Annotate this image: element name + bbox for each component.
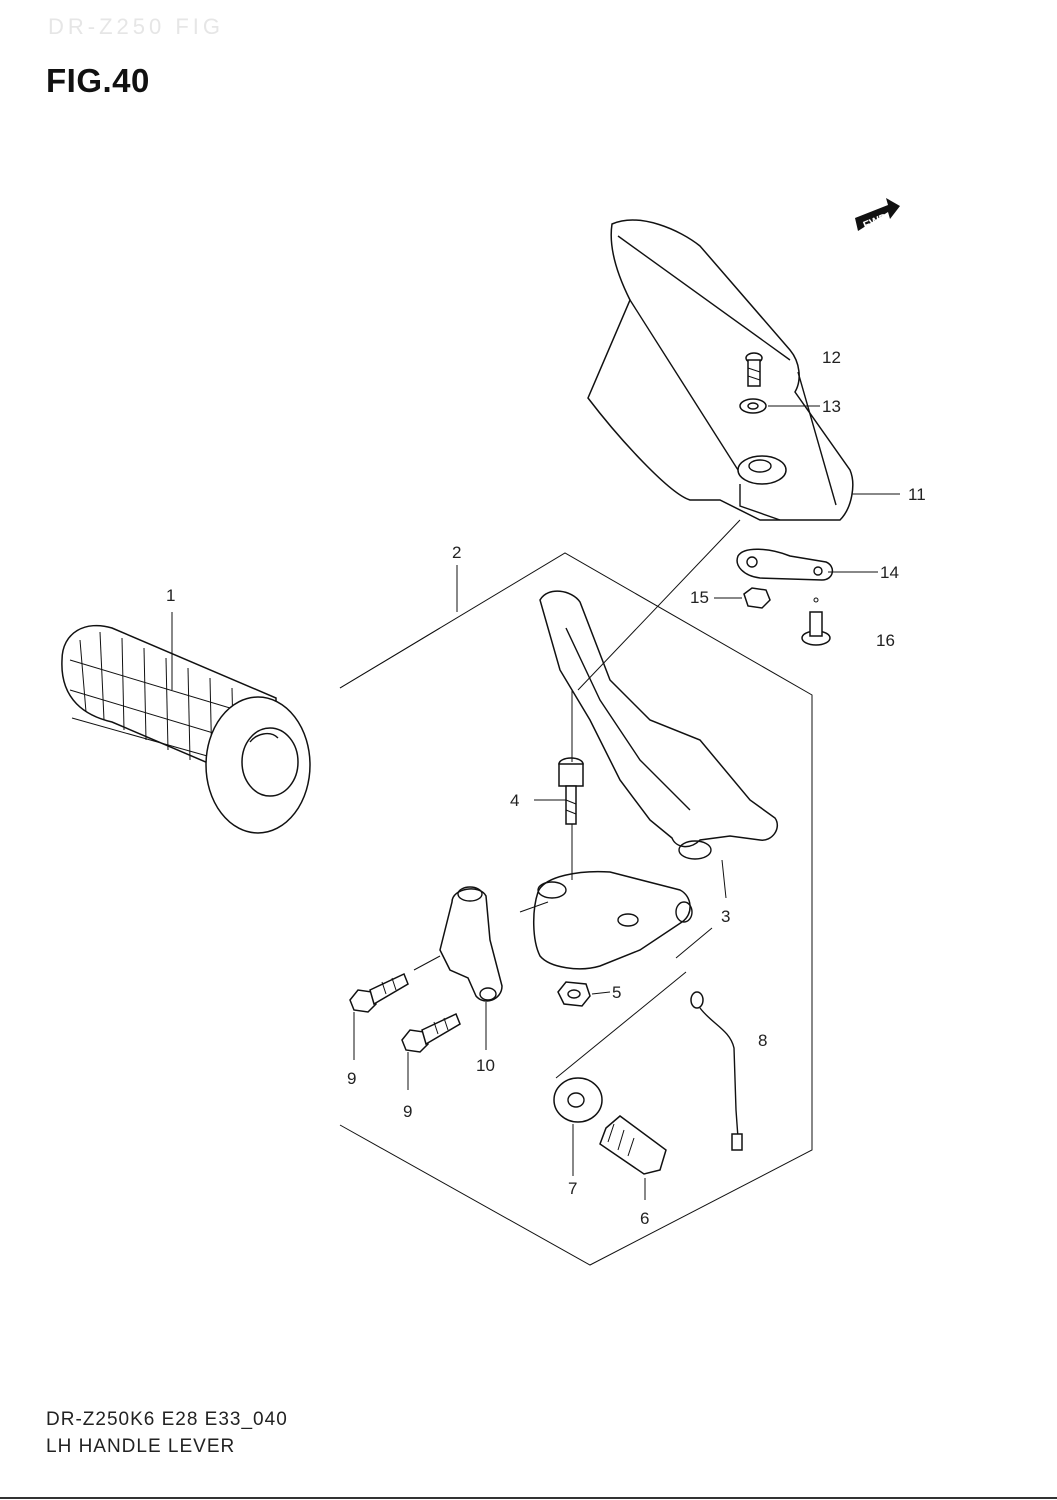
- washer-13: [739, 398, 767, 414]
- page-bottom-border: [0, 1497, 1057, 1499]
- callout-1: 1: [166, 586, 175, 605]
- leader-lines: [171, 405, 900, 1200]
- callout-10: 10: [476, 1056, 495, 1075]
- lever-holder-part: [532, 870, 693, 970]
- callout-labels: 1 2 3 4 5 6 7 8 9 9 10 11 12 13 14 15 16: [166, 348, 926, 1228]
- callout-8: 8: [758, 1031, 767, 1050]
- collar-7: [553, 1077, 603, 1123]
- adjuster-6: [599, 1115, 667, 1175]
- section-name: LH HANDLE LEVER: [46, 1436, 236, 1457]
- clutch-lever-part: [539, 590, 779, 860]
- faded-header-text: DR-Z250 FIG: [48, 14, 225, 39]
- callout-5: 5: [612, 983, 621, 1002]
- bolt-12: [745, 352, 763, 387]
- clamp-10: [439, 886, 503, 1002]
- switch-8: [690, 991, 743, 1151]
- callout-3: 3: [721, 907, 730, 926]
- callout-11: 11: [908, 485, 926, 504]
- callout-16: 16: [876, 631, 895, 650]
- callout-14: 14: [880, 563, 899, 582]
- nut-15: [743, 587, 771, 609]
- callout-4: 4: [510, 791, 519, 810]
- screw-16: [801, 597, 831, 646]
- callout-2: 2: [452, 543, 461, 562]
- fwd-arrow-icon: FWD: [855, 198, 900, 232]
- callout-15: 15: [690, 588, 709, 607]
- model-code: DR-Z250K6 E28 E33_040: [46, 1409, 288, 1430]
- grip-part: [61, 624, 311, 834]
- callout-9-upper: 9: [347, 1069, 356, 1088]
- callout-6: 6: [640, 1209, 649, 1228]
- callout-13: 13: [822, 397, 841, 416]
- bolt-9-lower: [401, 1012, 461, 1053]
- callout-9-lower: 9: [403, 1102, 412, 1121]
- assembly-outline: [339, 552, 813, 1266]
- bracket-14: [736, 548, 834, 581]
- callout-12: 12: [822, 348, 841, 367]
- callout-7: 7: [568, 1179, 577, 1198]
- figure-title: FIG.40: [46, 62, 150, 99]
- bolt-9-upper: [349, 972, 409, 1013]
- nut-5: [557, 981, 591, 1007]
- pivot-bolt-4: [558, 757, 584, 825]
- hand-guard-part: [587, 219, 854, 521]
